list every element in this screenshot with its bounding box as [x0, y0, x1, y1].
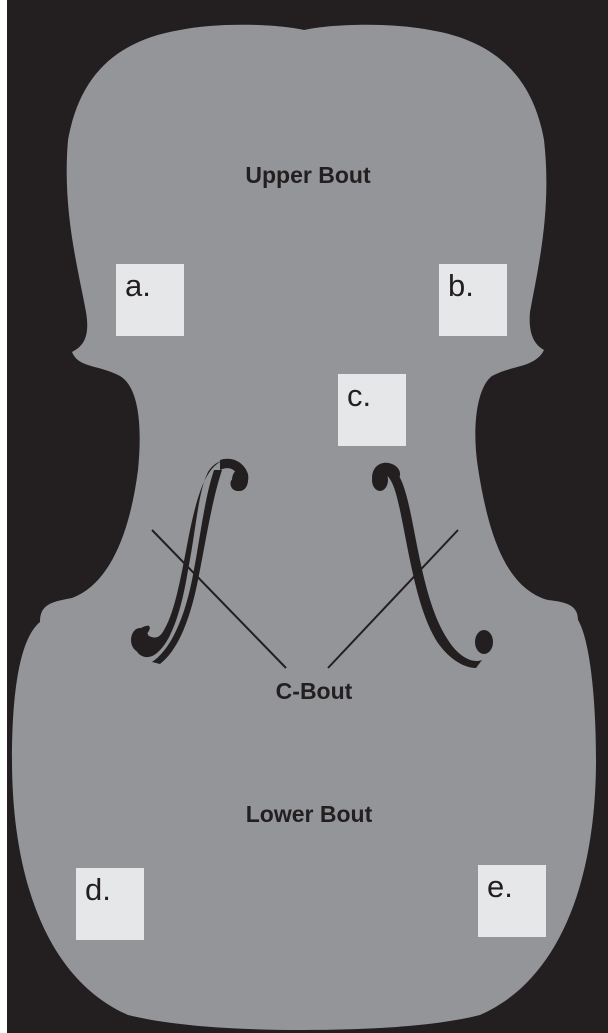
upper-bout-label: Upper Bout	[245, 162, 371, 188]
right-f-hole-body	[380, 464, 482, 668]
marker-b-label: b.	[448, 268, 474, 303]
marker-d-label: d.	[85, 872, 111, 907]
marker-d: d.	[76, 868, 144, 940]
c-bout-pointer-right	[327, 529, 459, 669]
marker-c-label: c.	[347, 378, 372, 413]
marker-e-label: e.	[487, 869, 513, 904]
left-f-hole-body	[152, 470, 222, 664]
marker-c: c.	[338, 374, 406, 446]
marker-a-label: a.	[125, 268, 151, 303]
left-f-hole-bottom-eye	[131, 628, 149, 652]
marker-a: a.	[116, 264, 184, 336]
c-bout-pointer-left	[151, 529, 287, 669]
lower-bout-label: Lower Bout	[245, 801, 373, 827]
right-f-hole-bottom-eye	[475, 630, 493, 654]
c-bout-label: C-Bout	[275, 678, 353, 704]
marker-b: b.	[439, 264, 507, 336]
left-f-hole-top-eye	[232, 469, 248, 491]
right-f-hole-upper-curve	[372, 462, 401, 480]
marker-e: e.	[478, 865, 546, 937]
white-edge	[0, 0, 7, 1033]
